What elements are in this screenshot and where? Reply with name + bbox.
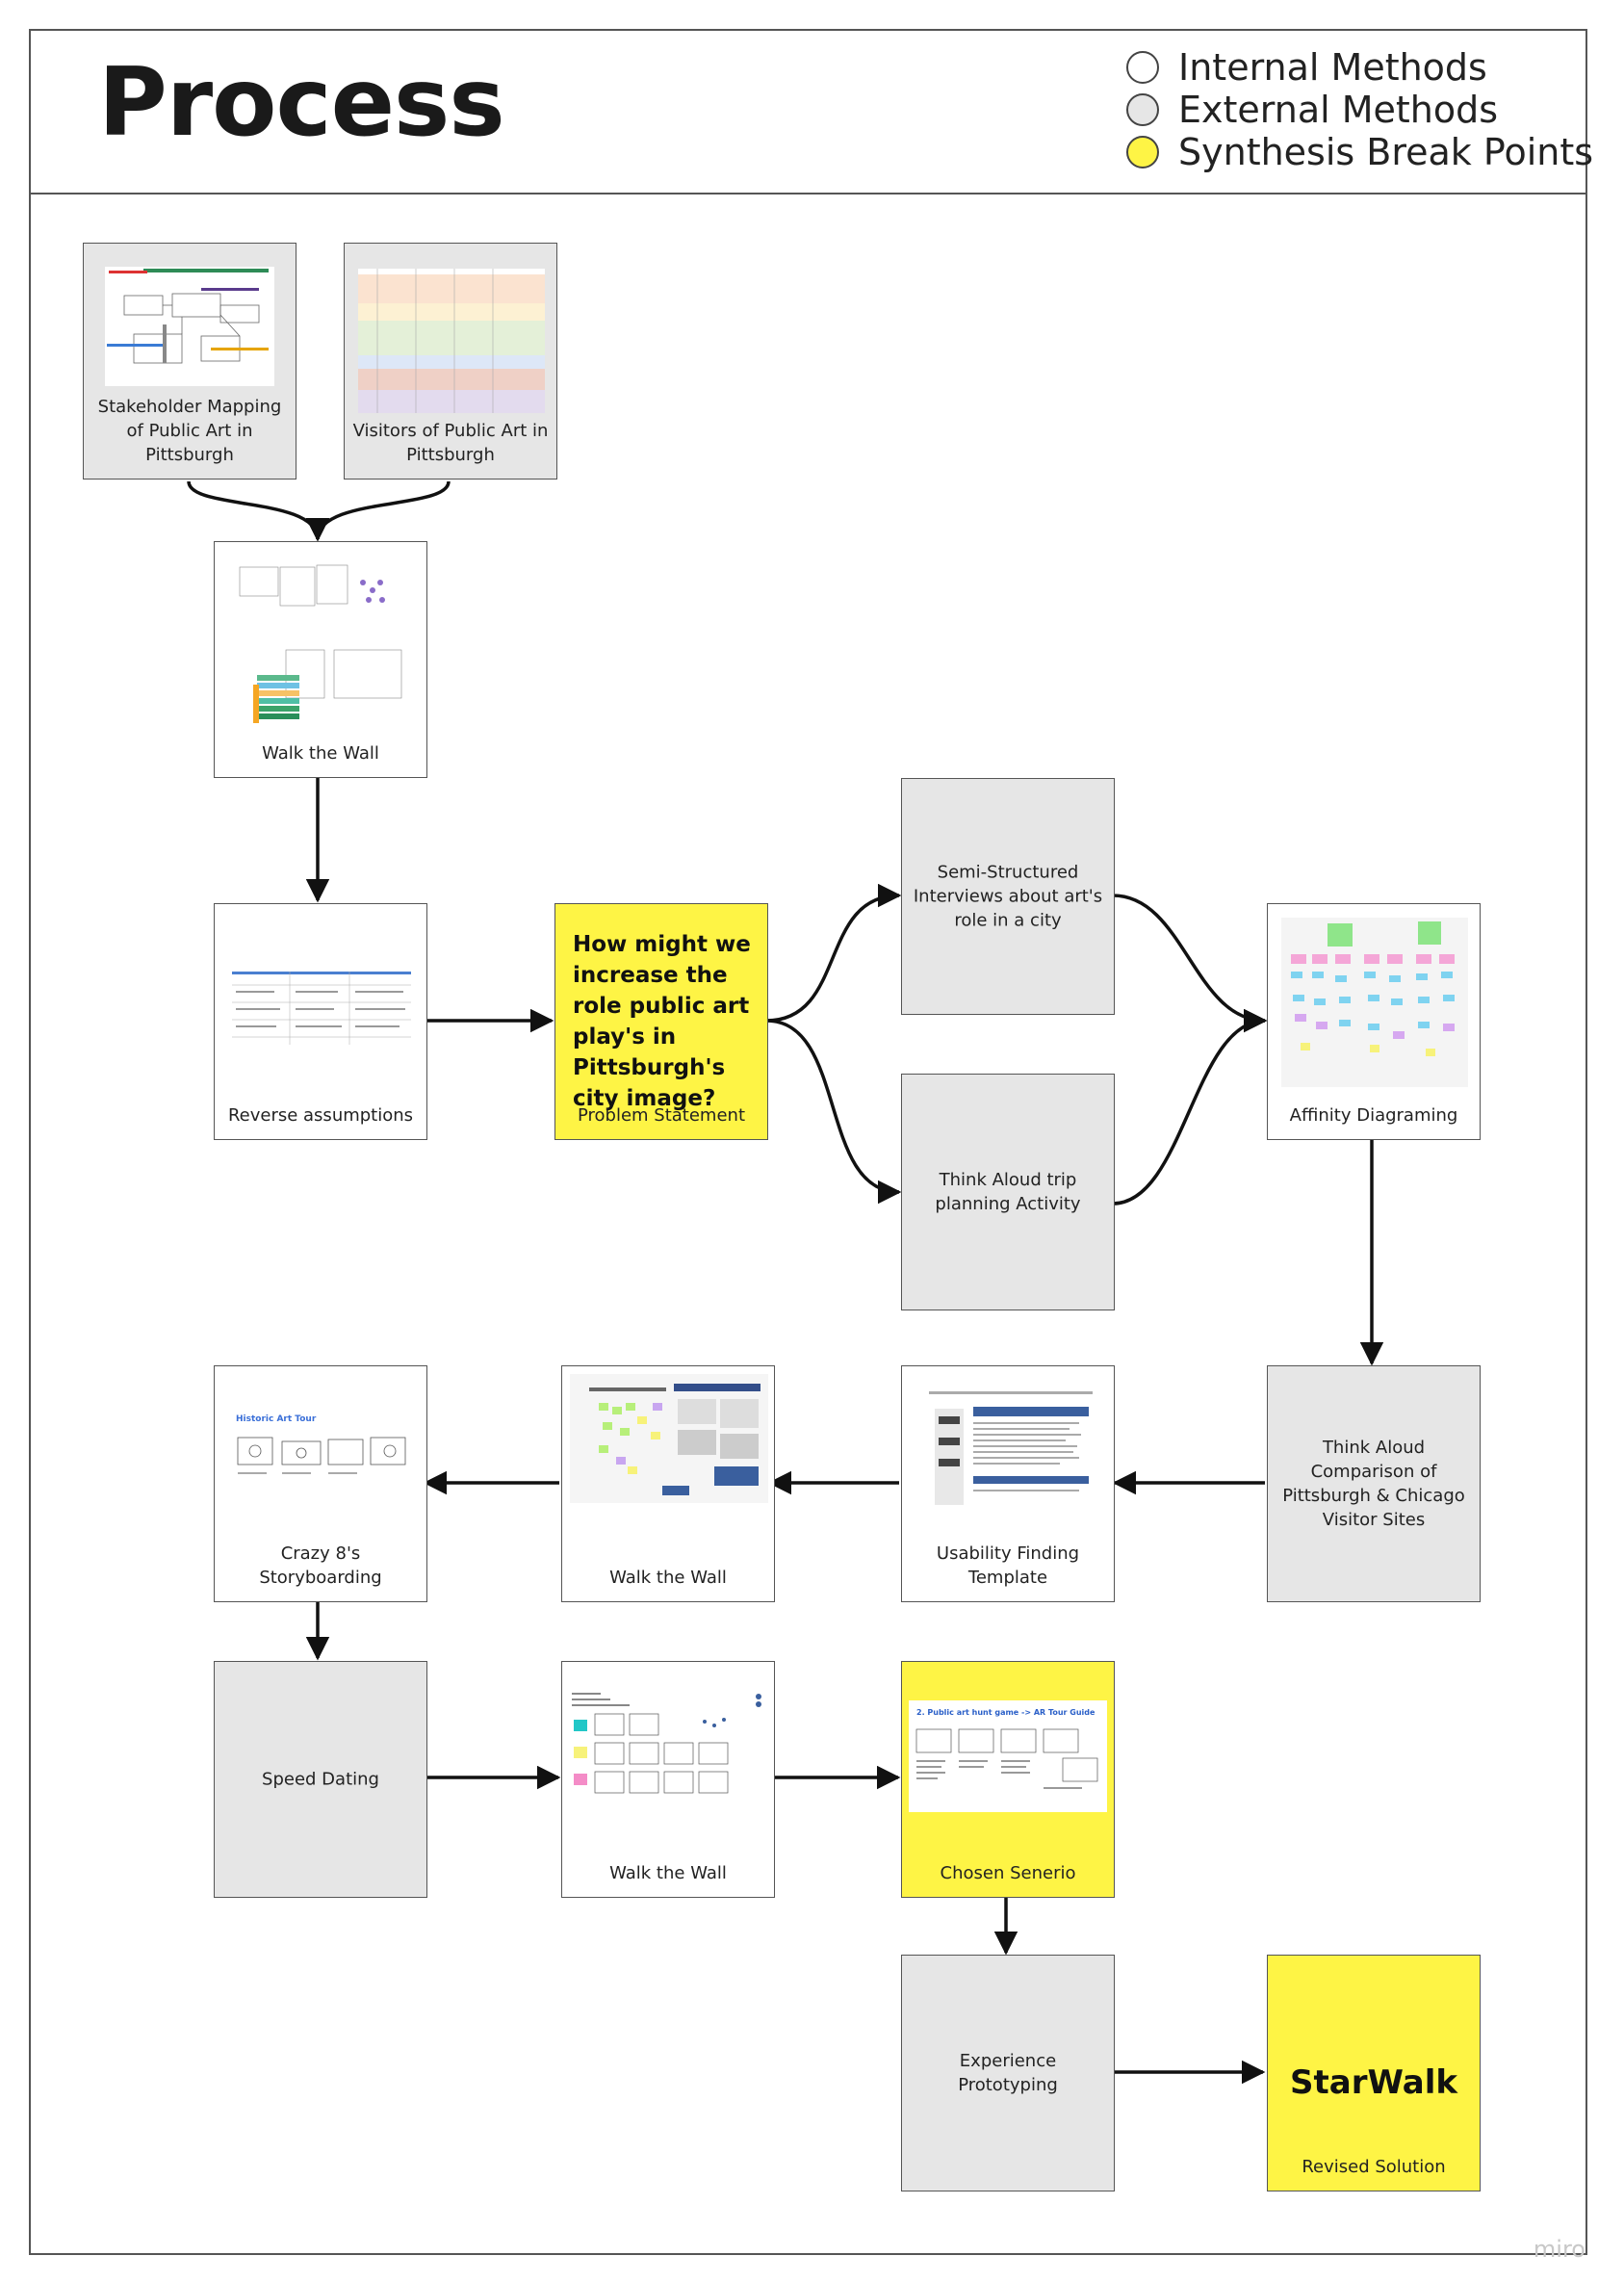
legend: Internal Methods External Methods Synthe… [1126, 46, 1593, 173]
node-label: Visitors of Public Art in Pittsburgh [352, 421, 549, 465]
node-label: Affinity Diagraming [1289, 1105, 1458, 1126]
node-think-aloud-comparison[interactable]: Think Aloud Comparison of Pittsburgh & C… [1267, 1365, 1481, 1602]
node-crazy-8s-storyboarding[interactable]: Historic Art Tour Crazy 8's Storyboardin… [214, 1365, 427, 1602]
node-think-aloud-trip[interactable]: Think Aloud trip planning Activity [901, 1074, 1115, 1310]
scenario-thumbnail: 2. Public art hunt game -> AR Tour Guide [909, 1700, 1107, 1812]
connector-visitors-walk [305, 480, 451, 542]
node-visitors[interactable]: Visitors of Public Art in Pittsburgh [344, 243, 557, 480]
node-label: Think Aloud trip planning Activity [935, 1170, 1081, 1214]
node-label: Speed Dating [262, 1769, 379, 1790]
node-label: Revised Solution [1302, 2157, 1446, 2177]
miro-watermark: miro [1533, 2236, 1585, 2263]
stakeholder-map-thumbnail [105, 267, 274, 386]
legend-label: Synthesis Break Points [1178, 131, 1594, 173]
node-problem-statement[interactable]: How might we increase the role public ar… [554, 903, 768, 1140]
wall-thumbnail [238, 563, 407, 733]
visitors-table-thumbnail [358, 269, 545, 413]
solution-name: StarWalk [1290, 2063, 1457, 2102]
gray-circle-icon [1126, 93, 1159, 126]
node-reverse-assumptions[interactable]: Reverse assumptions [214, 903, 427, 1140]
node-label: Chosen Senerio [940, 1863, 1076, 1883]
legend-label: External Methods [1178, 89, 1499, 131]
node-label: Reverse assumptions [227, 1105, 414, 1126]
node-affinity-diagraming[interactable]: Affinity Diagraming [1267, 903, 1481, 1140]
white-circle-icon [1126, 51, 1159, 84]
node-usability-finding-template[interactable]: Usability Finding Template [901, 1365, 1115, 1602]
node-speed-dating[interactable]: Speed Dating [214, 1661, 427, 1898]
legend-item-synthesis: Synthesis Break Points [1126, 131, 1593, 173]
node-label: Experience Prototyping [958, 2051, 1058, 2095]
node-label: Problem Statement [577, 1105, 746, 1126]
page-title: Process [98, 48, 505, 158]
node-semi-structured-interviews[interactable]: Semi-Structured Interviews about art's r… [901, 778, 1115, 1015]
legend-item-internal: Internal Methods [1126, 46, 1593, 89]
connector-interviews-affinity [1112, 894, 1268, 1033]
node-chosen-scenario[interactable]: 2. Public art hunt game -> AR Tour Guide… [901, 1661, 1115, 1898]
node-starwalk[interactable]: StarWalk Revised Solution [1267, 1955, 1481, 2191]
storyboard-title: Historic Art Tour [236, 1414, 317, 1424]
scenario-title: 2. Public art hunt game -> AR Tour Guide [916, 1708, 1096, 1717]
connector-thinkaloud-affinity [1112, 1008, 1268, 1206]
affinity-board-thumbnail [1281, 918, 1468, 1087]
connector-problem-interviews [765, 883, 902, 1023]
node-experience-prototyping[interactable]: Experience Prototyping [901, 1955, 1115, 2191]
connector-stakeholder-walk [187, 480, 330, 542]
node-walk-the-wall-3[interactable]: Walk the Wall [561, 1661, 775, 1898]
connector-problem-thinkaloud [765, 1019, 902, 1205]
problem-statement-text: How might we increase the role public ar… [573, 932, 751, 1111]
node-label: Semi-Structured Interviews about art's r… [913, 862, 1103, 931]
legend-label: Internal Methods [1178, 46, 1487, 89]
node-label: Think Aloud Comparison of Pittsburgh & C… [1282, 1438, 1465, 1530]
diagram-frame [29, 29, 1587, 2255]
yellow-circle-icon [1126, 136, 1159, 169]
node-label: Crazy 8's Storyboarding [259, 1543, 382, 1588]
usability-doc-thumbnail [929, 1374, 1093, 1505]
node-walk-the-wall-1[interactable]: Walk the Wall [214, 541, 427, 778]
storyboard-thumbnail: Historic Art Tour [236, 1414, 411, 1501]
node-label: Stakeholder Mapping of Public Art in Pit… [97, 397, 282, 465]
node-label: Usability Finding Template [936, 1543, 1080, 1588]
node-walk-the-wall-2[interactable]: Walk the Wall [561, 1365, 775, 1602]
node-label: Walk the Wall [609, 1568, 727, 1588]
wall-thumbnail [570, 1691, 768, 1797]
header-divider [29, 193, 1587, 194]
node-label: Walk the Wall [262, 743, 379, 764]
legend-item-external: External Methods [1126, 89, 1593, 131]
node-label: Walk the Wall [609, 1863, 727, 1883]
node-stakeholder-mapping[interactable]: Stakeholder Mapping of Public Art in Pit… [83, 243, 296, 480]
wall-thumbnail [570, 1374, 768, 1503]
reverse-table-thumbnail [232, 972, 411, 1045]
